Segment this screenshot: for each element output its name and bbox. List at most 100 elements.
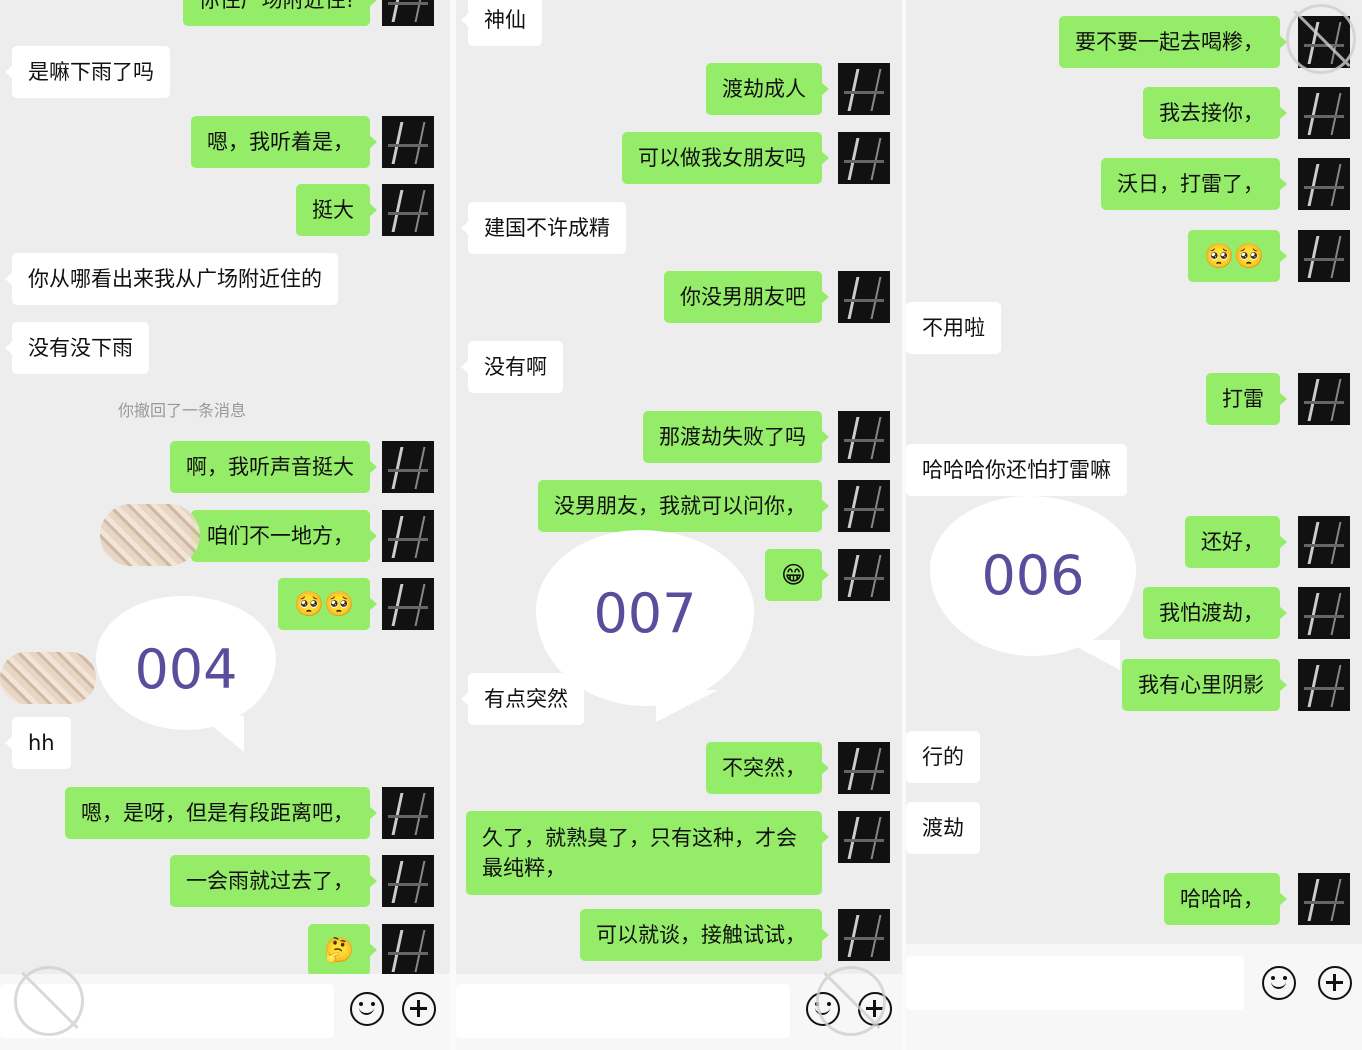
message-bubble[interactable]: 🥺🥺 <box>1188 230 1287 282</box>
watermark-logo <box>14 966 84 1036</box>
message-sent: 啊，我听声音挺大 <box>0 441 450 493</box>
recalled-notice: 你撤回了一条消息 <box>118 401 247 420</box>
message-bubble[interactable]: 没有啊 <box>461 341 563 393</box>
smiley-icon[interactable] <box>350 992 384 1026</box>
message-sent: 嗯，是呀，但是有段距离吧， <box>0 787 450 839</box>
avatar[interactable] <box>1298 373 1350 425</box>
message-bubble[interactable]: 建国不许成精 <box>461 202 626 254</box>
message-sent: 🥺🥺 <box>0 578 450 630</box>
avatar[interactable] <box>838 271 890 323</box>
message-bubble[interactable]: 我怕渡劫， <box>1143 587 1287 639</box>
watermark-logo <box>816 966 886 1036</box>
message-sent: 渡劫成人 <box>456 63 902 115</box>
message-bubble[interactable]: 渡劫成人 <box>706 63 829 115</box>
smiley-icon[interactable] <box>1262 966 1296 1000</box>
message-sent: 挺大 <box>0 184 450 236</box>
avatar[interactable] <box>382 924 434 976</box>
message-bubble[interactable]: 渡劫 <box>906 802 980 854</box>
avatar[interactable] <box>1298 516 1350 568</box>
message-sent: 一会雨就过去了， <box>0 855 450 907</box>
message-bubble[interactable]: 沃日，打雷了， <box>1101 158 1287 210</box>
message-bubble[interactable]: 🤔 <box>308 924 377 976</box>
message-bubble[interactable]: 嗯，我听着是， <box>191 116 377 168</box>
callout-tail <box>1064 640 1120 670</box>
message-input[interactable] <box>906 956 1244 1010</box>
message-bubble[interactable]: 😁 <box>764 549 830 601</box>
avatar[interactable] <box>382 510 434 562</box>
message-sent: 久了，就熟臭了，只有这种，才会最纯粹， <box>456 811 902 895</box>
avatar[interactable] <box>838 63 890 115</box>
annotation-callout: 006 <box>930 496 1136 656</box>
callout-number: 004 <box>134 638 238 701</box>
callout-tail <box>200 716 244 752</box>
message-bubble[interactable]: 还好， <box>1185 516 1287 568</box>
message-sent: 🤔 <box>0 924 450 976</box>
avatar[interactable] <box>382 0 434 26</box>
message-bubble[interactable]: 啊，我听声音挺大 <box>170 441 377 493</box>
message-bubble[interactable]: 你住广场附近住! <box>182 0 378 26</box>
message-bubble[interactable]: 没有没下雨 <box>5 322 149 374</box>
message-bubble[interactable]: 行的 <box>906 731 980 783</box>
message-bubble[interactable]: 我有心里阴影 <box>1122 659 1287 711</box>
message-bubble[interactable]: 我去接你， <box>1143 87 1287 139</box>
message-bubble[interactable]: 有点突然 <box>461 673 584 725</box>
chat-panel-2: 神仙 渡劫成人 可以做我女朋友吗 建国不许成精 你没男朋友吧 没有啊 那渡劫失败… <box>456 0 902 1050</box>
annotation-callout: 007 <box>536 530 754 706</box>
message-bubble[interactable]: 咱们不一地方， <box>191 510 377 562</box>
message-bubble[interactable]: 不突然， <box>706 742 829 794</box>
message-bubble[interactable]: hh <box>5 717 71 769</box>
callout-number: 006 <box>981 544 1085 607</box>
avatar[interactable] <box>838 132 890 184</box>
message-sent: 还好， <box>906 516 1362 568</box>
message-bubble[interactable]: 🥺🥺 <box>278 578 377 630</box>
message-bubble[interactable]: 一会雨就过去了， <box>170 855 377 907</box>
input-bar <box>906 944 1362 1050</box>
avatar[interactable] <box>382 855 434 907</box>
message-received: 建国不许成精 <box>456 202 902 254</box>
message-sent: 我去接你， <box>906 87 1362 139</box>
plus-icon[interactable] <box>1318 966 1352 1000</box>
avatar[interactable] <box>838 411 890 463</box>
watermark-logo <box>1286 4 1356 74</box>
avatar[interactable] <box>382 184 434 236</box>
message-bubble[interactable]: 可以就谈，接触试试， <box>580 909 829 961</box>
message-bubble[interactable]: 打雷 <box>1206 373 1287 425</box>
plus-icon[interactable] <box>402 992 436 1026</box>
avatar[interactable] <box>382 441 434 493</box>
avatar[interactable] <box>1298 587 1350 639</box>
message-received: 没有没下雨 <box>0 322 450 374</box>
avatar[interactable] <box>838 480 890 532</box>
message-input[interactable] <box>456 984 790 1038</box>
avatar[interactable] <box>1298 158 1350 210</box>
message-bubble[interactable]: 你没男朋友吧 <box>664 271 829 323</box>
message-bubble[interactable]: 是嘛下雨了吗 <box>5 46 170 98</box>
avatar[interactable] <box>1298 87 1350 139</box>
message-bubble[interactable]: 神仙 <box>461 0 542 46</box>
message-bubble[interactable]: 可以做我女朋友吗 <box>622 132 829 184</box>
message-sent: 那渡劫失败了吗 <box>456 411 902 463</box>
avatar[interactable] <box>382 578 434 630</box>
message-sent: 我怕渡劫， <box>906 587 1362 639</box>
avatar[interactable] <box>1298 873 1350 925</box>
redaction-mosaic <box>0 652 96 704</box>
avatar[interactable] <box>382 116 434 168</box>
message-bubble[interactable]: 那渡劫失败了吗 <box>643 411 829 463</box>
avatar[interactable] <box>838 909 890 961</box>
avatar[interactable] <box>382 787 434 839</box>
message-bubble[interactable]: 哈哈哈， <box>1164 873 1287 925</box>
message-bubble[interactable]: 你从哪看出来我从广场附近住的 <box>5 253 338 305</box>
avatar[interactable] <box>838 549 890 601</box>
message-sent: 你住广场附近住! <box>0 0 450 26</box>
message-bubble[interactable]: 不用啦 <box>906 302 1001 354</box>
message-bubble[interactable]: 要不要一起去喝糁， <box>1059 16 1287 68</box>
message-bubble[interactable]: 久了，就熟臭了，只有这种，才会最纯粹， <box>466 811 829 895</box>
chat-panel-3: 要不要一起去喝糁， 我去接你， 沃日，打雷了， 🥺🥺 不用啦 打雷 哈哈哈你还怕… <box>906 0 1362 1050</box>
avatar[interactable] <box>838 742 890 794</box>
avatar[interactable] <box>1298 230 1350 282</box>
avatar[interactable] <box>1298 659 1350 711</box>
message-bubble[interactable]: 没男朋友，我就可以问你， <box>538 480 829 532</box>
message-bubble[interactable]: 挺大 <box>296 184 377 236</box>
avatar[interactable] <box>838 811 890 863</box>
message-bubble[interactable]: 哈哈哈你还怕打雷嘛 <box>906 444 1127 496</box>
message-bubble[interactable]: 嗯，是呀，但是有段距离吧， <box>65 787 377 839</box>
